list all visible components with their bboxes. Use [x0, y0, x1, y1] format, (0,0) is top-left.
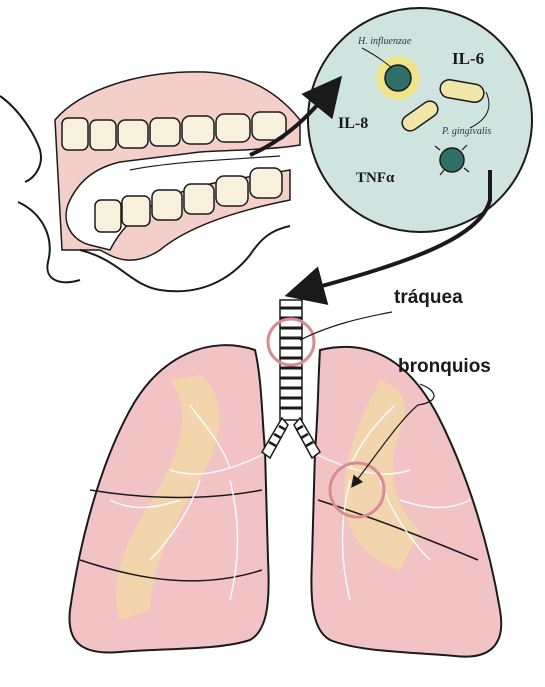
label-bronchi: bronquios [398, 356, 491, 377]
bacterium-2 [440, 148, 464, 172]
face-contour [0, 96, 41, 182]
gum-tissue [55, 72, 300, 260]
mouth-illustration [0, 72, 300, 291]
label-tnfa: TNFα [356, 170, 395, 186]
trachea [262, 300, 320, 458]
bacteria-zoom-circle: H. influenzae IL-6 IL-8 P. gingivalis TN… [308, 8, 532, 232]
label-p-gingivalis: P. gingivalis [441, 126, 491, 137]
jaw-line [80, 226, 290, 291]
label-il6: IL-6 [452, 49, 484, 68]
label-trachea: tráquea [394, 287, 463, 308]
h-influenzae-bacterium [385, 65, 411, 91]
label-il8: IL-8 [338, 115, 368, 132]
label-h-influenzae: H. influenzae [357, 36, 412, 47]
